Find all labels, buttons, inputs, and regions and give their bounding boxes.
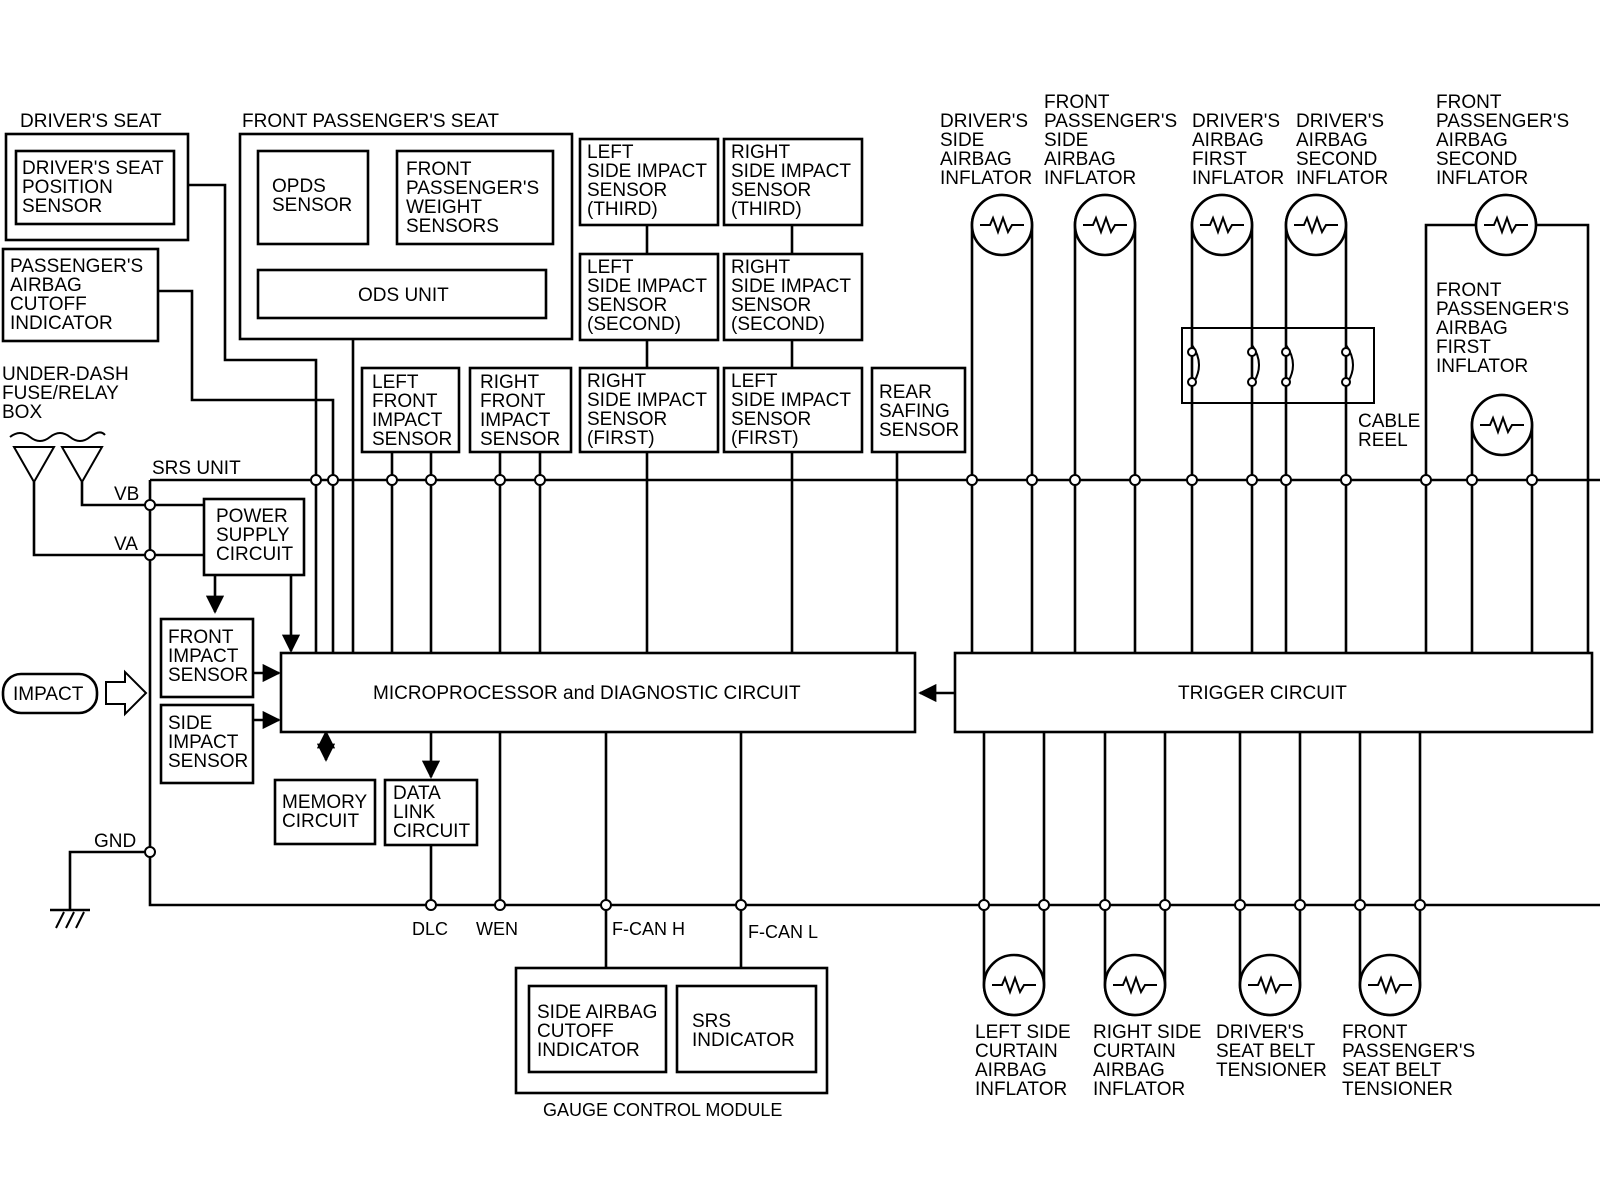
front-impact-internal-box [159, 617, 255, 699]
drivers-seat-sensor-label: DRIVER'S SEAT POSITION SENSOR [22, 158, 169, 217]
left-front-impact-box [360, 366, 461, 454]
side-airbag-cutoff-box [527, 984, 668, 1074]
gauge-module-label: GAUGE CONTROL MODULE [543, 1100, 782, 1120]
right-front-impact-box [468, 366, 573, 454]
front-pass-side-inflator-label: FRONT PASSENGER'S SIDE AIRBAG INFLATOR [1044, 92, 1182, 189]
data-link-label: DATA LINK CIRCUIT [393, 783, 470, 842]
power-supply-box [202, 497, 306, 577]
right-side-third-label: RIGHT SIDE IMPACT SENSOR (THIRD) [731, 142, 856, 220]
junction-nodes [144, 347, 1538, 911]
vb-label: VB [114, 484, 139, 505]
impact-pill [1, 672, 99, 715]
ods-label: ODS UNIT [358, 285, 449, 306]
opds-label: OPDS SENSOR [272, 176, 352, 216]
srs-indicator-box [675, 984, 818, 1074]
drivers-side-inflator-label: DRIVER'S SIDE AIRBAG INFLATOR [940, 111, 1033, 189]
inflator-icon [1190, 193, 1254, 257]
weight-label: FRONT PASSENGER'S WEIGHT SENSORS [406, 159, 544, 237]
right-curtain-label: RIGHT SIDE CURTAIN AIRBAG INFLATOR [1093, 1022, 1207, 1100]
drivers-second-inflator-label: DRIVER'S AIRBAG SECOND INFLATOR [1296, 111, 1389, 189]
front-pass-first-inflator-label: FRONT PASSENGER'S AIRBAG FIRST INFLATOR [1436, 280, 1574, 377]
va-label: VA [114, 534, 138, 555]
labels: DRIVER'S SEAT DRIVER'S SEAT POSITION SEN… [2, 92, 1574, 1120]
cable-reel-label: CABLE REEL [1358, 411, 1426, 451]
inflator-icon [1470, 393, 1534, 457]
inflator-icon [1358, 953, 1422, 1017]
right-side-third-box [722, 137, 864, 227]
pass-cutoff-box [1, 247, 160, 343]
drivers-tensioner-label: DRIVER'S SEAT BELT TENSIONER [1216, 1022, 1327, 1081]
inflator-icon [1103, 953, 1167, 1017]
left-curtain-label: LEFT SIDE CURTAIN AIRBAG INFLATOR [975, 1022, 1076, 1100]
left-side-first-label: LEFT SIDE IMPACT SENSOR (FIRST) [731, 371, 856, 449]
front-pass-second-inflator-label: FRONT PASSENGER'S AIRBAG SECOND INFLATOR [1436, 92, 1574, 189]
inflator-icon [1474, 193, 1538, 257]
side-impact-internal-box [159, 703, 255, 785]
dlc-label: DLC [412, 919, 448, 939]
pass-tensioner-label: FRONT PASSENGER'S SEAT BELT TENSIONER [1342, 1022, 1480, 1100]
front-passenger-seat-header: FRONT PASSENGER'S SEAT [242, 111, 499, 132]
gnd-label: GND [94, 831, 136, 852]
left-side-first-box [722, 366, 864, 454]
ods-box [256, 268, 548, 320]
srs-indicator-label: SRS INDICATOR [692, 1011, 795, 1051]
front-impact-internal-label: FRONT IMPACT SENSOR [168, 627, 248, 686]
fcan-h-label: F-CAN H [612, 919, 685, 939]
left-front-impact-label: LEFT FRONT IMPACT SENSOR [372, 372, 452, 450]
trigger-label: TRIGGER CIRCUIT [1178, 683, 1347, 704]
memory-box [273, 778, 377, 846]
inflator-icon [1284, 193, 1348, 257]
power-supply-label: POWER SUPPLY CIRCUIT [216, 506, 295, 565]
memory-label: MEMORY CIRCUIT [282, 792, 372, 832]
inflator-icon [1073, 193, 1137, 257]
boxes [1, 132, 1594, 1095]
data-link-box [383, 778, 479, 847]
trigger-box [953, 651, 1594, 734]
drivers-seat-sensor-box [14, 149, 176, 226]
rear-safing-label: REAR SAFING SENSOR [879, 382, 959, 441]
srs-unit-label: SRS UNIT [152, 458, 241, 479]
weight-box [395, 149, 555, 246]
drivers-first-inflator-label: DRIVER'S AIRBAG FIRST INFLATOR [1192, 111, 1285, 189]
right-side-first-box [578, 366, 720, 454]
right-side-second-box [722, 252, 864, 342]
impact-label: IMPACT [13, 684, 84, 705]
left-side-second-box [578, 252, 720, 342]
opds-box [256, 149, 370, 246]
side-impact-internal-label: SIDE IMPACT SENSOR [168, 713, 248, 772]
rear-safing-box [870, 366, 967, 454]
inflator-icon [970, 193, 1034, 257]
inflator-symbols [970, 193, 1538, 1017]
microprocessor-label: MICROPROCESSOR and DIAGNOSTIC CIRCUIT [373, 683, 801, 704]
inflator-icon [982, 953, 1046, 1017]
wen-label: WEN [476, 919, 518, 939]
right-side-second-label: RIGHT SIDE IMPACT SENSOR (SECOND) [731, 257, 856, 335]
pass-airbag-cutoff-label: PASSENGER'S AIRBAG CUTOFF INDICATOR [10, 256, 148, 334]
drivers-seat-header: DRIVER'S SEAT [20, 111, 162, 132]
inflator-icon [1238, 953, 1302, 1017]
right-front-impact-label: RIGHT FRONT IMPACT SENSOR [480, 372, 560, 450]
fcan-l-label: F-CAN L [748, 922, 818, 942]
left-side-third-label: LEFT SIDE IMPACT SENSOR (THIRD) [587, 142, 712, 220]
left-side-third-box [578, 137, 720, 227]
side-airbag-cutoff-label: SIDE AIRBAG CUTOFF INDICATOR [537, 1002, 663, 1061]
underdash-label: UNDER-DASH FUSE/RELAY BOX [2, 364, 134, 423]
left-side-second-label: LEFT SIDE IMPACT SENSOR (SECOND) [587, 257, 712, 335]
right-side-first-label: RIGHT SIDE IMPACT SENSOR (FIRST) [587, 371, 712, 449]
microprocessor-box [279, 651, 917, 734]
